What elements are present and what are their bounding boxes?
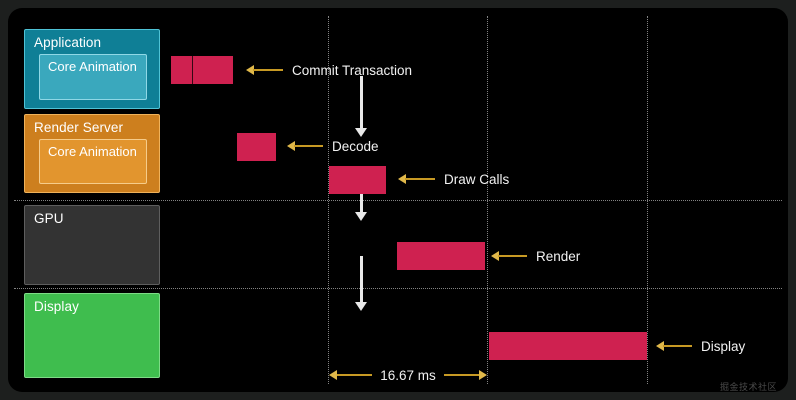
lane-render-server: Render Server Core Animation	[24, 114, 160, 193]
measurement-arrowhead-right-icon	[479, 370, 487, 380]
lane-render-server-label: Render Server	[34, 120, 124, 135]
lane-application-core-animation-label: Core Animation	[48, 59, 137, 74]
callout-render: Render	[491, 248, 580, 264]
callout-arrowhead-icon	[246, 65, 254, 75]
callout-arrowhead-icon	[656, 341, 664, 351]
bar-commit-transaction	[171, 56, 233, 84]
measurement-label: 16.67 ms	[380, 367, 436, 383]
callout-display: Display	[656, 338, 745, 354]
bar-decode	[237, 133, 276, 161]
lane-application-label: Application	[34, 35, 102, 50]
bar-commit-transaction-divider	[192, 56, 193, 84]
lane-display: Display	[24, 293, 160, 378]
callout-render-label: Render	[536, 248, 581, 264]
measurement-frame-duration: 16.67 ms	[329, 367, 487, 383]
measurement-line-left	[337, 374, 373, 376]
callout-line	[498, 255, 527, 257]
gridline-horizontal-display	[14, 288, 782, 289]
lane-gpu-label: GPU	[34, 211, 64, 226]
connector-arrowhead-gpu	[355, 212, 367, 221]
measurement-arrowhead-left-icon	[329, 370, 337, 380]
lane-render-server-core-animation-label: Core Animation	[48, 144, 137, 159]
lane-application: Application Core Animation	[24, 29, 160, 109]
callout-commit-transaction-label: Commit Transaction	[292, 62, 413, 78]
connector-arrowhead-display	[355, 302, 367, 311]
watermark: 掘金技术社区	[720, 382, 778, 392]
callout-line	[294, 145, 323, 147]
callout-decode-label: Decode	[332, 138, 379, 154]
lane-gpu: GPU	[24, 205, 160, 285]
bar-render	[397, 242, 485, 270]
callout-draw-calls: Draw Calls	[398, 171, 509, 187]
measurement-line-right	[443, 374, 479, 376]
connector-arrowhead-render	[355, 128, 367, 137]
callout-arrowhead-icon	[287, 141, 295, 151]
bar-display	[489, 332, 647, 360]
lane-render-server-core-animation: Core Animation	[39, 139, 147, 184]
connector-gpu-to-display	[360, 256, 363, 305]
callout-line	[405, 178, 435, 180]
callout-commit-transaction: Commit Transaction	[246, 62, 412, 78]
diagram-stage: Application Core Animation Render Server…	[8, 8, 788, 392]
callout-display-label: Display	[701, 338, 746, 354]
callout-line	[663, 345, 692, 347]
lane-display-label: Display	[34, 299, 79, 314]
gridline-horizontal-gpu	[14, 200, 782, 201]
bar-draw-calls	[329, 166, 386, 194]
connector-app-to-render	[360, 76, 363, 131]
callout-decode: Decode	[287, 138, 379, 154]
callout-arrowhead-icon	[491, 251, 499, 261]
callout-line	[253, 69, 283, 71]
lane-application-core-animation: Core Animation	[39, 54, 147, 100]
callout-arrowhead-icon	[398, 174, 406, 184]
callout-draw-calls-label: Draw Calls	[444, 171, 510, 187]
